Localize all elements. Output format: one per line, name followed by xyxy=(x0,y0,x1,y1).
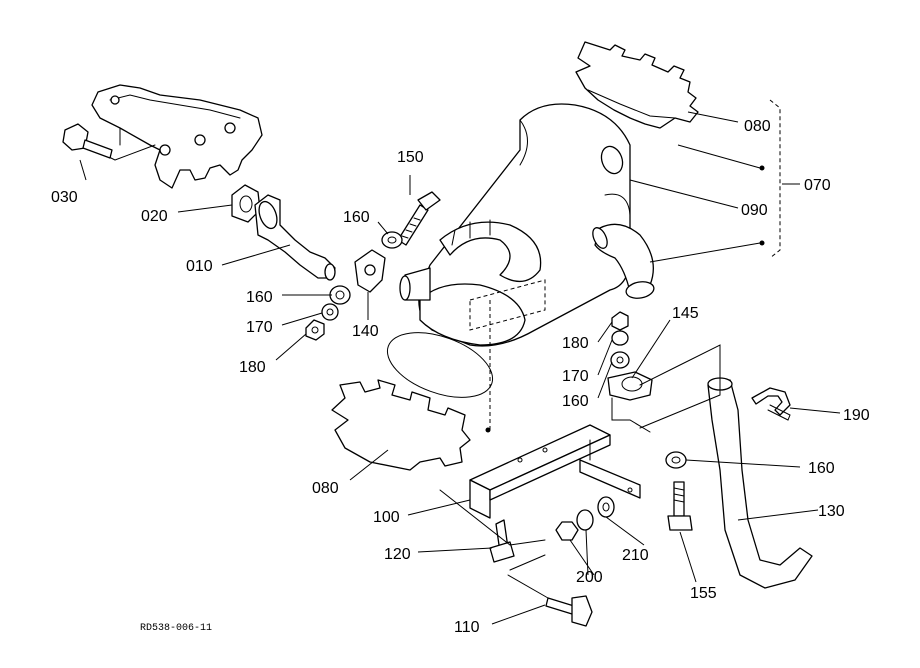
muffler-body xyxy=(418,103,631,430)
bolt-155 xyxy=(667,481,693,531)
tail-pipe-elbow xyxy=(592,223,655,299)
callout-210: 210 xyxy=(622,547,649,564)
callout-110: 110 xyxy=(454,619,480,636)
u-bolt xyxy=(751,387,791,421)
callout-190: 190 xyxy=(843,407,870,424)
callout-200: 200 xyxy=(576,569,603,586)
callout-160-c: 160 xyxy=(562,393,589,410)
callout-145: 145 xyxy=(672,305,699,322)
washer-210 xyxy=(597,496,615,518)
drawing-code: RD538-006-11 xyxy=(140,623,212,634)
nut-200 xyxy=(555,521,579,541)
exhaust-pipe xyxy=(254,194,336,281)
callout-180-b: 180 xyxy=(562,335,589,352)
callout-020: 020 xyxy=(141,208,168,225)
lock-washer-170-a xyxy=(321,303,339,321)
callout-170-b: 170 xyxy=(562,368,589,385)
heat-shield-upper xyxy=(575,41,699,129)
callout-120: 120 xyxy=(384,546,411,563)
nut-180-b xyxy=(611,311,629,331)
washer-160-a xyxy=(381,231,403,249)
hose-clamp-145 xyxy=(607,371,653,401)
callout-030: 030 xyxy=(51,189,78,206)
pipe-clamp xyxy=(354,249,386,293)
callout-080-top: 080 xyxy=(744,118,771,135)
callout-090: 090 xyxy=(741,202,768,219)
callout-130: 130 xyxy=(818,503,845,520)
lock-washer-170-b xyxy=(611,330,629,346)
callout-070: 070 xyxy=(804,177,831,194)
group-bracket-070 xyxy=(769,99,781,259)
bolt-030 xyxy=(62,123,113,159)
callout-150: 150 xyxy=(397,149,424,166)
callout-010: 010 xyxy=(186,258,213,275)
callout-160-d: 160 xyxy=(808,460,835,477)
washer-160-b xyxy=(329,285,351,305)
callout-100: 100 xyxy=(373,509,400,526)
assembly-line-110 xyxy=(507,554,549,599)
bolt-150 xyxy=(397,191,441,246)
heat-shield-lower xyxy=(331,379,471,471)
callout-155: 155 xyxy=(690,585,717,602)
callout-180-a: 180 xyxy=(239,359,266,376)
outlet-hose xyxy=(707,377,813,589)
muffler-inlet-stub xyxy=(399,267,431,301)
lower-shield-outline xyxy=(386,332,494,398)
callout-160-b: 160 xyxy=(246,289,273,306)
callout-160-a: 160 xyxy=(343,209,370,226)
assembly-line-bracket xyxy=(439,489,546,546)
nut-180-a xyxy=(305,319,325,341)
leader-lines xyxy=(79,111,841,625)
washer-200 xyxy=(576,509,594,531)
bolt-120 xyxy=(489,519,515,563)
assembly-line-145 xyxy=(611,397,651,433)
callout-170-a: 170 xyxy=(246,319,273,336)
assembly-line-clamp xyxy=(639,344,721,429)
callout-140: 140 xyxy=(352,323,379,340)
mounting-bracket xyxy=(469,424,641,519)
callout-080-bottom: 080 xyxy=(312,480,339,497)
washer-160-c xyxy=(610,351,630,369)
bolt-110 xyxy=(545,595,593,627)
washer-160-d xyxy=(665,451,687,469)
exhaust-manifold xyxy=(91,84,263,189)
